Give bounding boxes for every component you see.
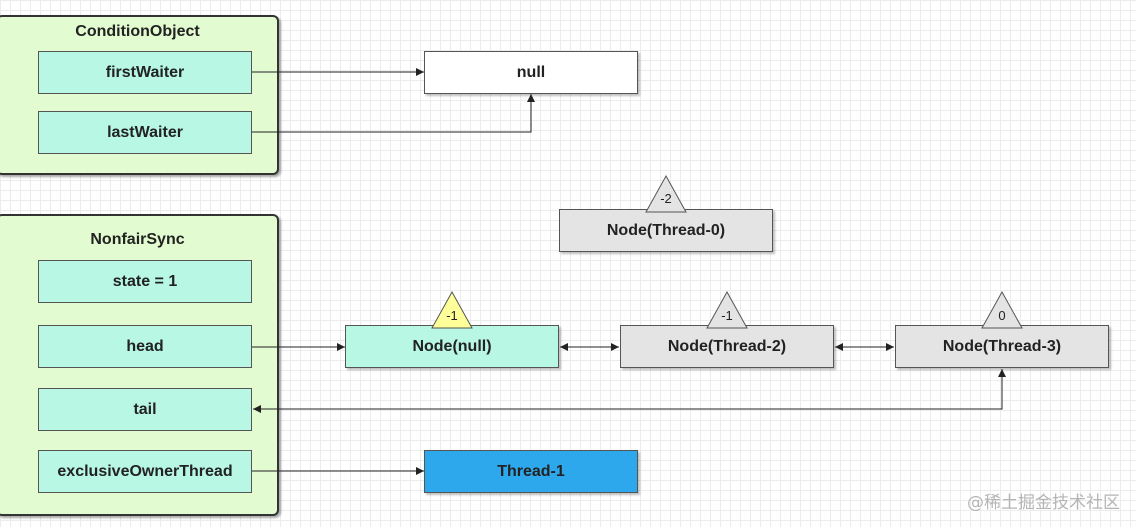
watermark: @稀土掘金技术社区 bbox=[967, 493, 1120, 513]
tail-field: tail bbox=[38, 388, 252, 431]
head-field: head bbox=[38, 325, 252, 368]
last-waiter-field: lastWaiter bbox=[38, 111, 252, 154]
wait-status-thread-2: -1 bbox=[721, 308, 733, 323]
state-field: state = 1 bbox=[38, 260, 252, 303]
nonfair-sync-title: NonfairSync bbox=[90, 231, 185, 248]
node-thread-2: Node(Thread-2) bbox=[620, 325, 834, 368]
thread-1-box: Thread-1 bbox=[424, 450, 638, 493]
tail-arrow bbox=[253, 369, 1006, 413]
wait-status-triangle-thread-0 bbox=[645, 174, 687, 213]
wait-status-triangle-null bbox=[431, 290, 473, 329]
wait-status-thread-3: 0 bbox=[998, 308, 1005, 323]
first-waiter-field: firstWaiter bbox=[38, 51, 252, 94]
wait-status-triangle-thread-3 bbox=[981, 290, 1023, 329]
node-null: Node(null) bbox=[345, 325, 559, 368]
node-thread-0: Node(Thread-0) bbox=[559, 209, 773, 252]
null-box: null bbox=[424, 51, 638, 94]
wait-status-null: -1 bbox=[446, 308, 458, 323]
wait-status-triangle-thread-2 bbox=[706, 290, 748, 329]
wait-status-thread-0: -2 bbox=[660, 191, 672, 206]
condition-object-title: ConditionObject bbox=[75, 23, 200, 40]
exclusive-owner-thread-field: exclusiveOwnerThread bbox=[38, 450, 252, 493]
last-waiter-arrow bbox=[252, 94, 535, 133]
